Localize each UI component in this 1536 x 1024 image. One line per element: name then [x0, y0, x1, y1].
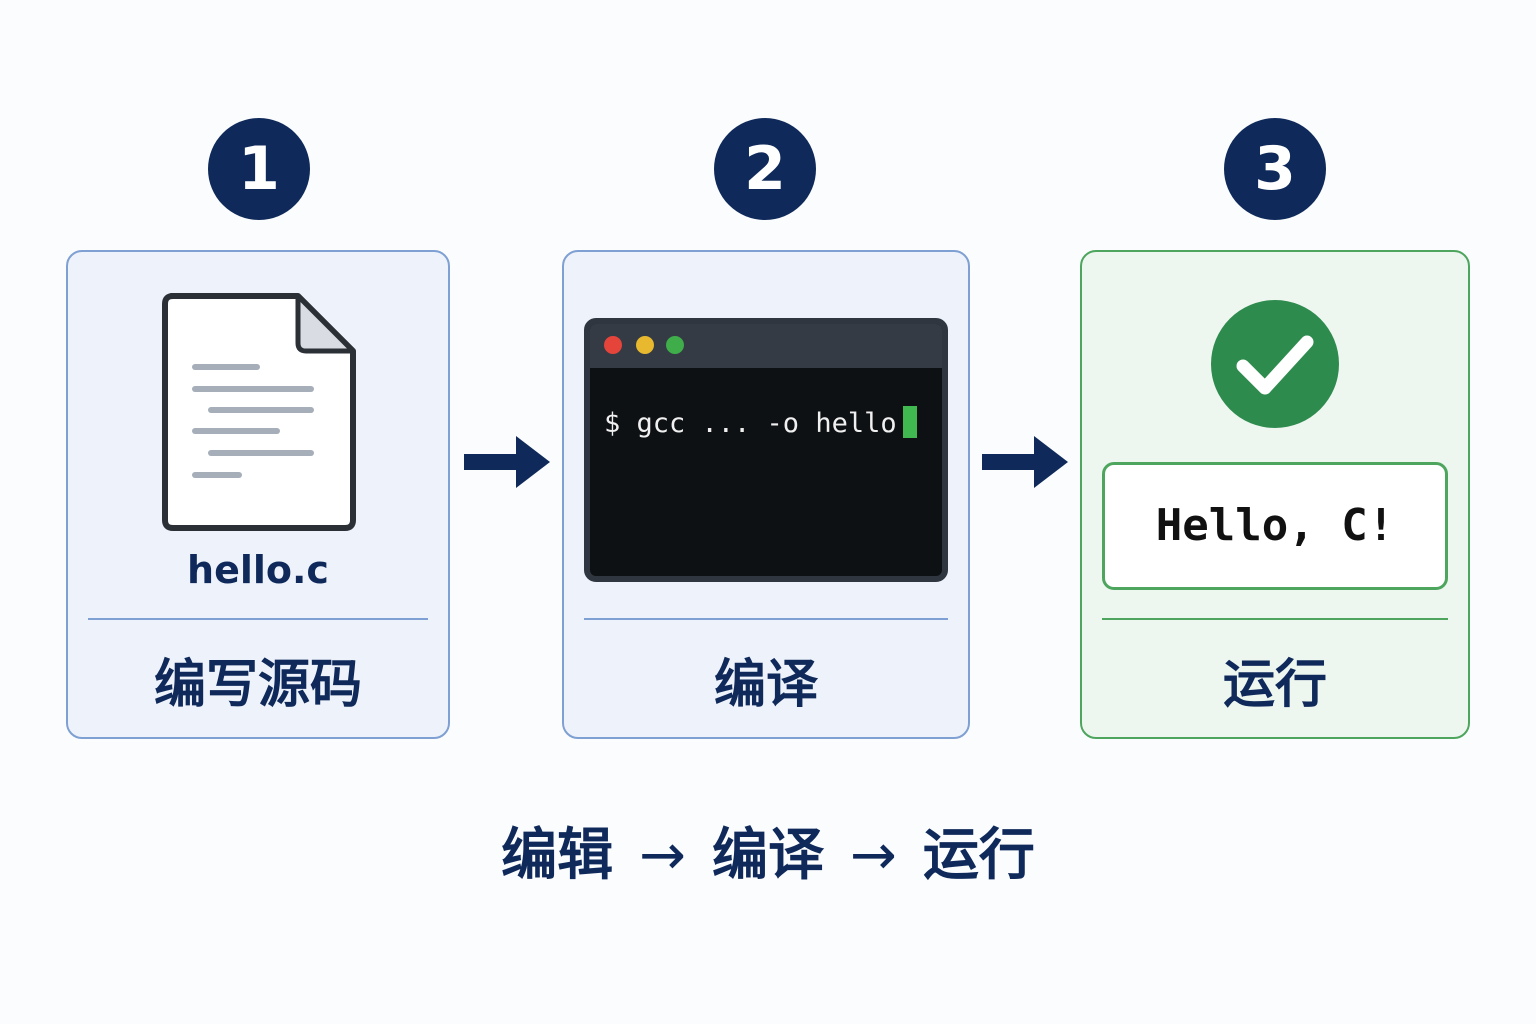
step-2-label: 编译	[713, 655, 818, 715]
terminal-command: $ gcc ... -o hello	[604, 408, 897, 439]
step-1-card: hello.c 编写源码	[66, 250, 450, 739]
flow-item-compile: 编译	[712, 823, 824, 888]
terminal-title-bar	[590, 324, 942, 368]
step-1-badge: 1	[208, 118, 310, 220]
step-3-card: Hello, C! 运行	[1080, 250, 1470, 739]
step-2-badge: 2	[714, 118, 816, 220]
document-icon	[162, 293, 356, 531]
file-name: hello.c	[187, 548, 329, 592]
arrow-right-icon	[982, 436, 1068, 488]
close-dot-icon	[604, 336, 622, 354]
arrow-right-icon	[464, 436, 550, 488]
card-divider	[584, 618, 948, 620]
card-divider	[1102, 618, 1448, 620]
checkmark-icon	[1211, 300, 1339, 428]
step-3-badge: 3	[1224, 118, 1326, 220]
terminal-window: $ gcc ... -o hello	[584, 318, 948, 582]
flow-arrow: →	[850, 823, 897, 888]
step-2-card: $ gcc ... -o hello 编译	[562, 250, 970, 739]
flow-item-run: 运行	[922, 823, 1035, 888]
step-3-label: 运行	[1222, 655, 1327, 715]
minimize-dot-icon	[636, 336, 654, 354]
flow-item-edit: 编辑	[501, 823, 614, 888]
terminal-command-line: $ gcc ... -o hello	[604, 406, 917, 439]
program-output: Hello, C!	[1102, 462, 1448, 590]
card-divider	[88, 618, 428, 620]
maximize-dot-icon	[666, 336, 684, 354]
flow-summary: 编辑 → 编译 → 运行	[0, 810, 1536, 891]
flow-arrow: →	[639, 823, 686, 888]
step-1-label: 编写源码	[153, 655, 362, 715]
cursor-icon	[902, 406, 917, 438]
